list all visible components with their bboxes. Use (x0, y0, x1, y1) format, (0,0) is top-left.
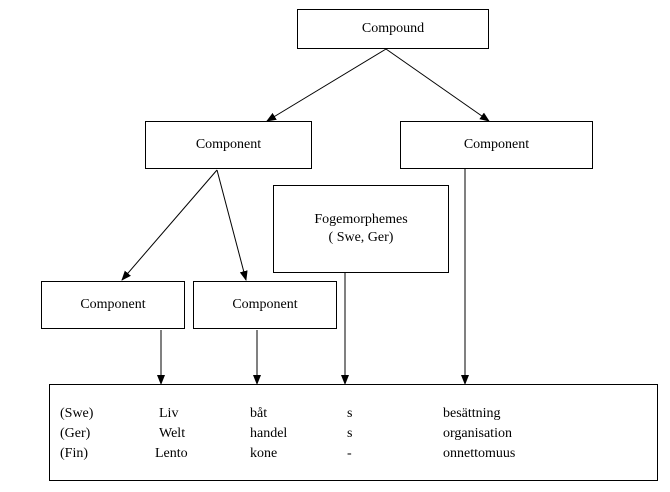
example-component-2: handel (250, 426, 288, 441)
example-linker: - (347, 446, 352, 461)
compound-label: Compound (361, 21, 425, 36)
example-linker: s (347, 426, 353, 441)
component-node-right: Component (400, 121, 593, 169)
example-lang: (Ger) (60, 426, 91, 441)
arrow-compound-to-component-right (385, 48, 490, 122)
arrow-component-left-to-bottom-mid (216, 169, 248, 281)
component-bottom-left-label: Component (80, 297, 146, 312)
component-left-label: Component (195, 137, 262, 152)
arrow-compound-to-component-left (266, 48, 387, 122)
example-component-3: onnettomuus (443, 446, 516, 461)
example-component-3: besättning (443, 406, 501, 421)
component-node-bottom-mid: Component (193, 281, 337, 329)
arrow-component-left-to-bottom-left (121, 169, 218, 281)
fogemorphemes-languages: ( Swe, Ger) (328, 230, 394, 245)
example-component-2: båt (250, 406, 268, 421)
example-component-2: kone (250, 446, 278, 461)
example-linker: s (347, 406, 353, 421)
example-lang: (Swe) (60, 406, 94, 421)
component-right-label: Component (463, 137, 530, 152)
example-lang: (Fin) (60, 446, 88, 461)
component-bottom-mid-label: Component (232, 297, 298, 312)
component-node-left: Component (145, 121, 312, 169)
example-component-1: Lento (155, 446, 188, 461)
component-node-bottom-left: Component (41, 281, 185, 329)
examples-table (49, 384, 658, 481)
fogemorphemes-label: Fogemorphemes (314, 212, 408, 227)
example-component-3: organisation (443, 426, 512, 441)
compound-node: Compound (297, 9, 489, 49)
example-component-1: Liv (159, 406, 179, 421)
fogemorphemes-node: Fogemorphemes ( Swe, Ger) (273, 185, 449, 273)
example-component-1: Welt (159, 426, 186, 441)
